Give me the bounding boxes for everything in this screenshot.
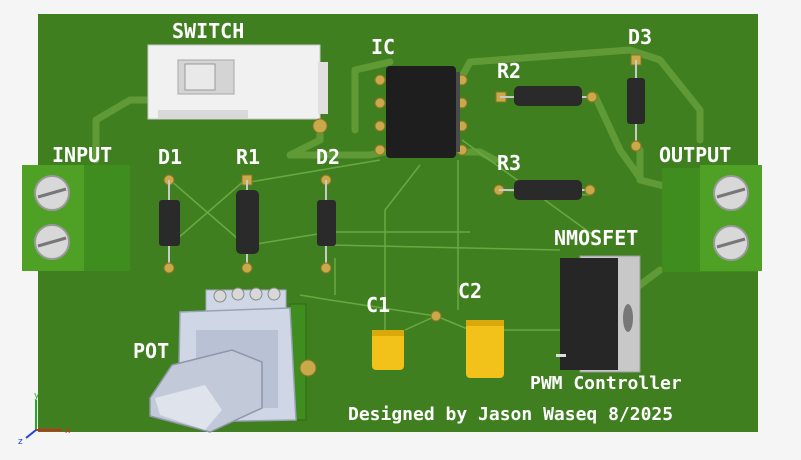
label-r3: R3 xyxy=(497,151,521,175)
axis-gizmo: y x z xyxy=(18,391,71,447)
capacitor-c1 xyxy=(372,330,404,370)
diode-d2 xyxy=(317,174,336,274)
label-ic: IC xyxy=(371,35,395,59)
thin-traces xyxy=(169,139,601,331)
label-r2: R2 xyxy=(497,59,521,83)
capacitor-c2 xyxy=(430,310,504,378)
nmosfet xyxy=(556,255,641,373)
output-terminal-block xyxy=(662,165,762,272)
resistor-r1 xyxy=(236,174,259,274)
ic-chip xyxy=(374,66,468,158)
potentiometer xyxy=(149,287,317,433)
diode-d3 xyxy=(627,54,645,152)
label-pwm-controller: PWM Controller xyxy=(530,373,682,394)
label-c2: C2 xyxy=(458,279,482,303)
diode-d1 xyxy=(159,174,180,274)
slide-switch xyxy=(147,44,328,134)
input-terminal-block xyxy=(22,165,130,271)
resistor-r3 xyxy=(493,180,596,200)
label-output: OUTPUT xyxy=(659,143,731,167)
label-r1: R1 xyxy=(236,145,260,169)
label-switch: SWITCH xyxy=(172,19,244,43)
label-input: INPUT xyxy=(52,143,112,167)
axis-y-label: y xyxy=(34,391,40,401)
axis-z-label: z xyxy=(18,437,23,447)
axis-x-label: x xyxy=(65,426,71,436)
label-pot: POT xyxy=(133,339,169,363)
label-nmosfet: NMOSFET xyxy=(554,226,638,250)
label-d1: D1 xyxy=(158,145,182,169)
label-designer-credit: Designed by Jason Waseq 8/2025 xyxy=(348,404,673,425)
label-c1: C1 xyxy=(366,293,390,317)
label-d2: D2 xyxy=(316,145,340,169)
label-d3: D3 xyxy=(628,25,652,49)
resistor-r2 xyxy=(495,86,598,106)
